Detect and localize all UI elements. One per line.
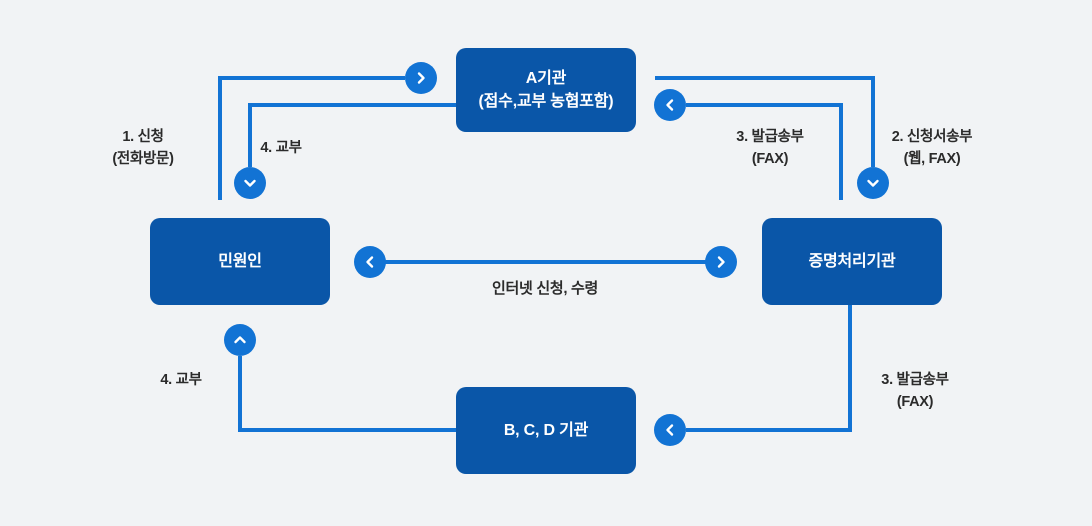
node-applicant[interactable]: 민원인 [150,218,330,305]
arrow-left-icon-from-certificate [654,89,686,121]
connector-applicant-to-a-agency [218,76,405,200]
edge-label-step2-sub: (웹, FAX) [903,150,961,167]
arrow-left-icon-to-applicant [354,246,386,278]
node-a-agency[interactable]: A기관 (접수,교부 농협포함) [456,48,636,132]
edge-label-step4-bottom-main: 4. 교부 [160,372,202,388]
edge-label-step4-top-main: 4. 교부 [260,140,302,156]
edge-label-internet: 인터넷 신청, 수령 [492,278,598,301]
arrow-down-icon-to-applicant [234,167,266,199]
connector-a-agency-to-certificate [655,76,875,167]
connector-bcd-to-applicant [238,356,456,432]
arrow-right-icon-to-certificate [705,246,737,278]
edge-label-step4-bottom: 4. 교부 [160,370,202,392]
arrow-up-icon-to-applicant [224,324,256,356]
connector-a-agency-to-applicant [248,103,456,167]
node-bcd-agency[interactable]: B, C, D 기관 [456,387,636,474]
edge-label-step3-fax-top-main: 3. 발급송부 [736,129,804,145]
arrow-right-icon-to-a-agency [405,62,437,94]
edge-label-step3-fax-bottom: 3. 발급송부 (FAX) [881,370,949,414]
edge-label-step2: 2. 신청서송부 (웹, FAX) [891,127,973,171]
edge-label-step1-main: 1. 신청 [122,129,164,145]
node-applicant-line1: 민원인 [218,252,262,270]
arrow-down-icon-to-certificate [857,167,889,199]
node-bcd-agency-line1: B, C, D 기관 [503,421,589,439]
node-certificate-agency-line1: 증명처리기관 [808,252,896,270]
edge-label-step3-fax-top-sub: (FAX) [751,150,789,167]
connector-certificate-to-bcd [686,305,852,432]
node-certificate-agency[interactable]: 증명처리기관 [762,218,942,305]
connector-certificate-to-a-agency [686,103,843,200]
node-a-agency-line2: (접수,교부 농협포함) [478,93,614,110]
edge-label-step3-fax-bottom-sub: (FAX) [896,393,934,410]
edge-label-step1: 1. 신청 (전화방문) [112,127,174,171]
edge-label-internet-main: 인터넷 신청, 수령 [491,280,599,297]
edge-label-step4-top: 4. 교부 [260,138,302,160]
arrow-left-icon-to-bcd [654,414,686,446]
edge-label-step2-main: 2. 신청서송부 [891,129,973,145]
node-a-agency-line1: A기관 [525,69,567,87]
edge-label-step3-fax-top: 3. 발급송부 (FAX) [736,127,804,171]
edge-label-step3-fax-bottom-main: 3. 발급송부 [881,372,949,388]
edge-label-step1-sub: (전화방문) [112,150,174,167]
